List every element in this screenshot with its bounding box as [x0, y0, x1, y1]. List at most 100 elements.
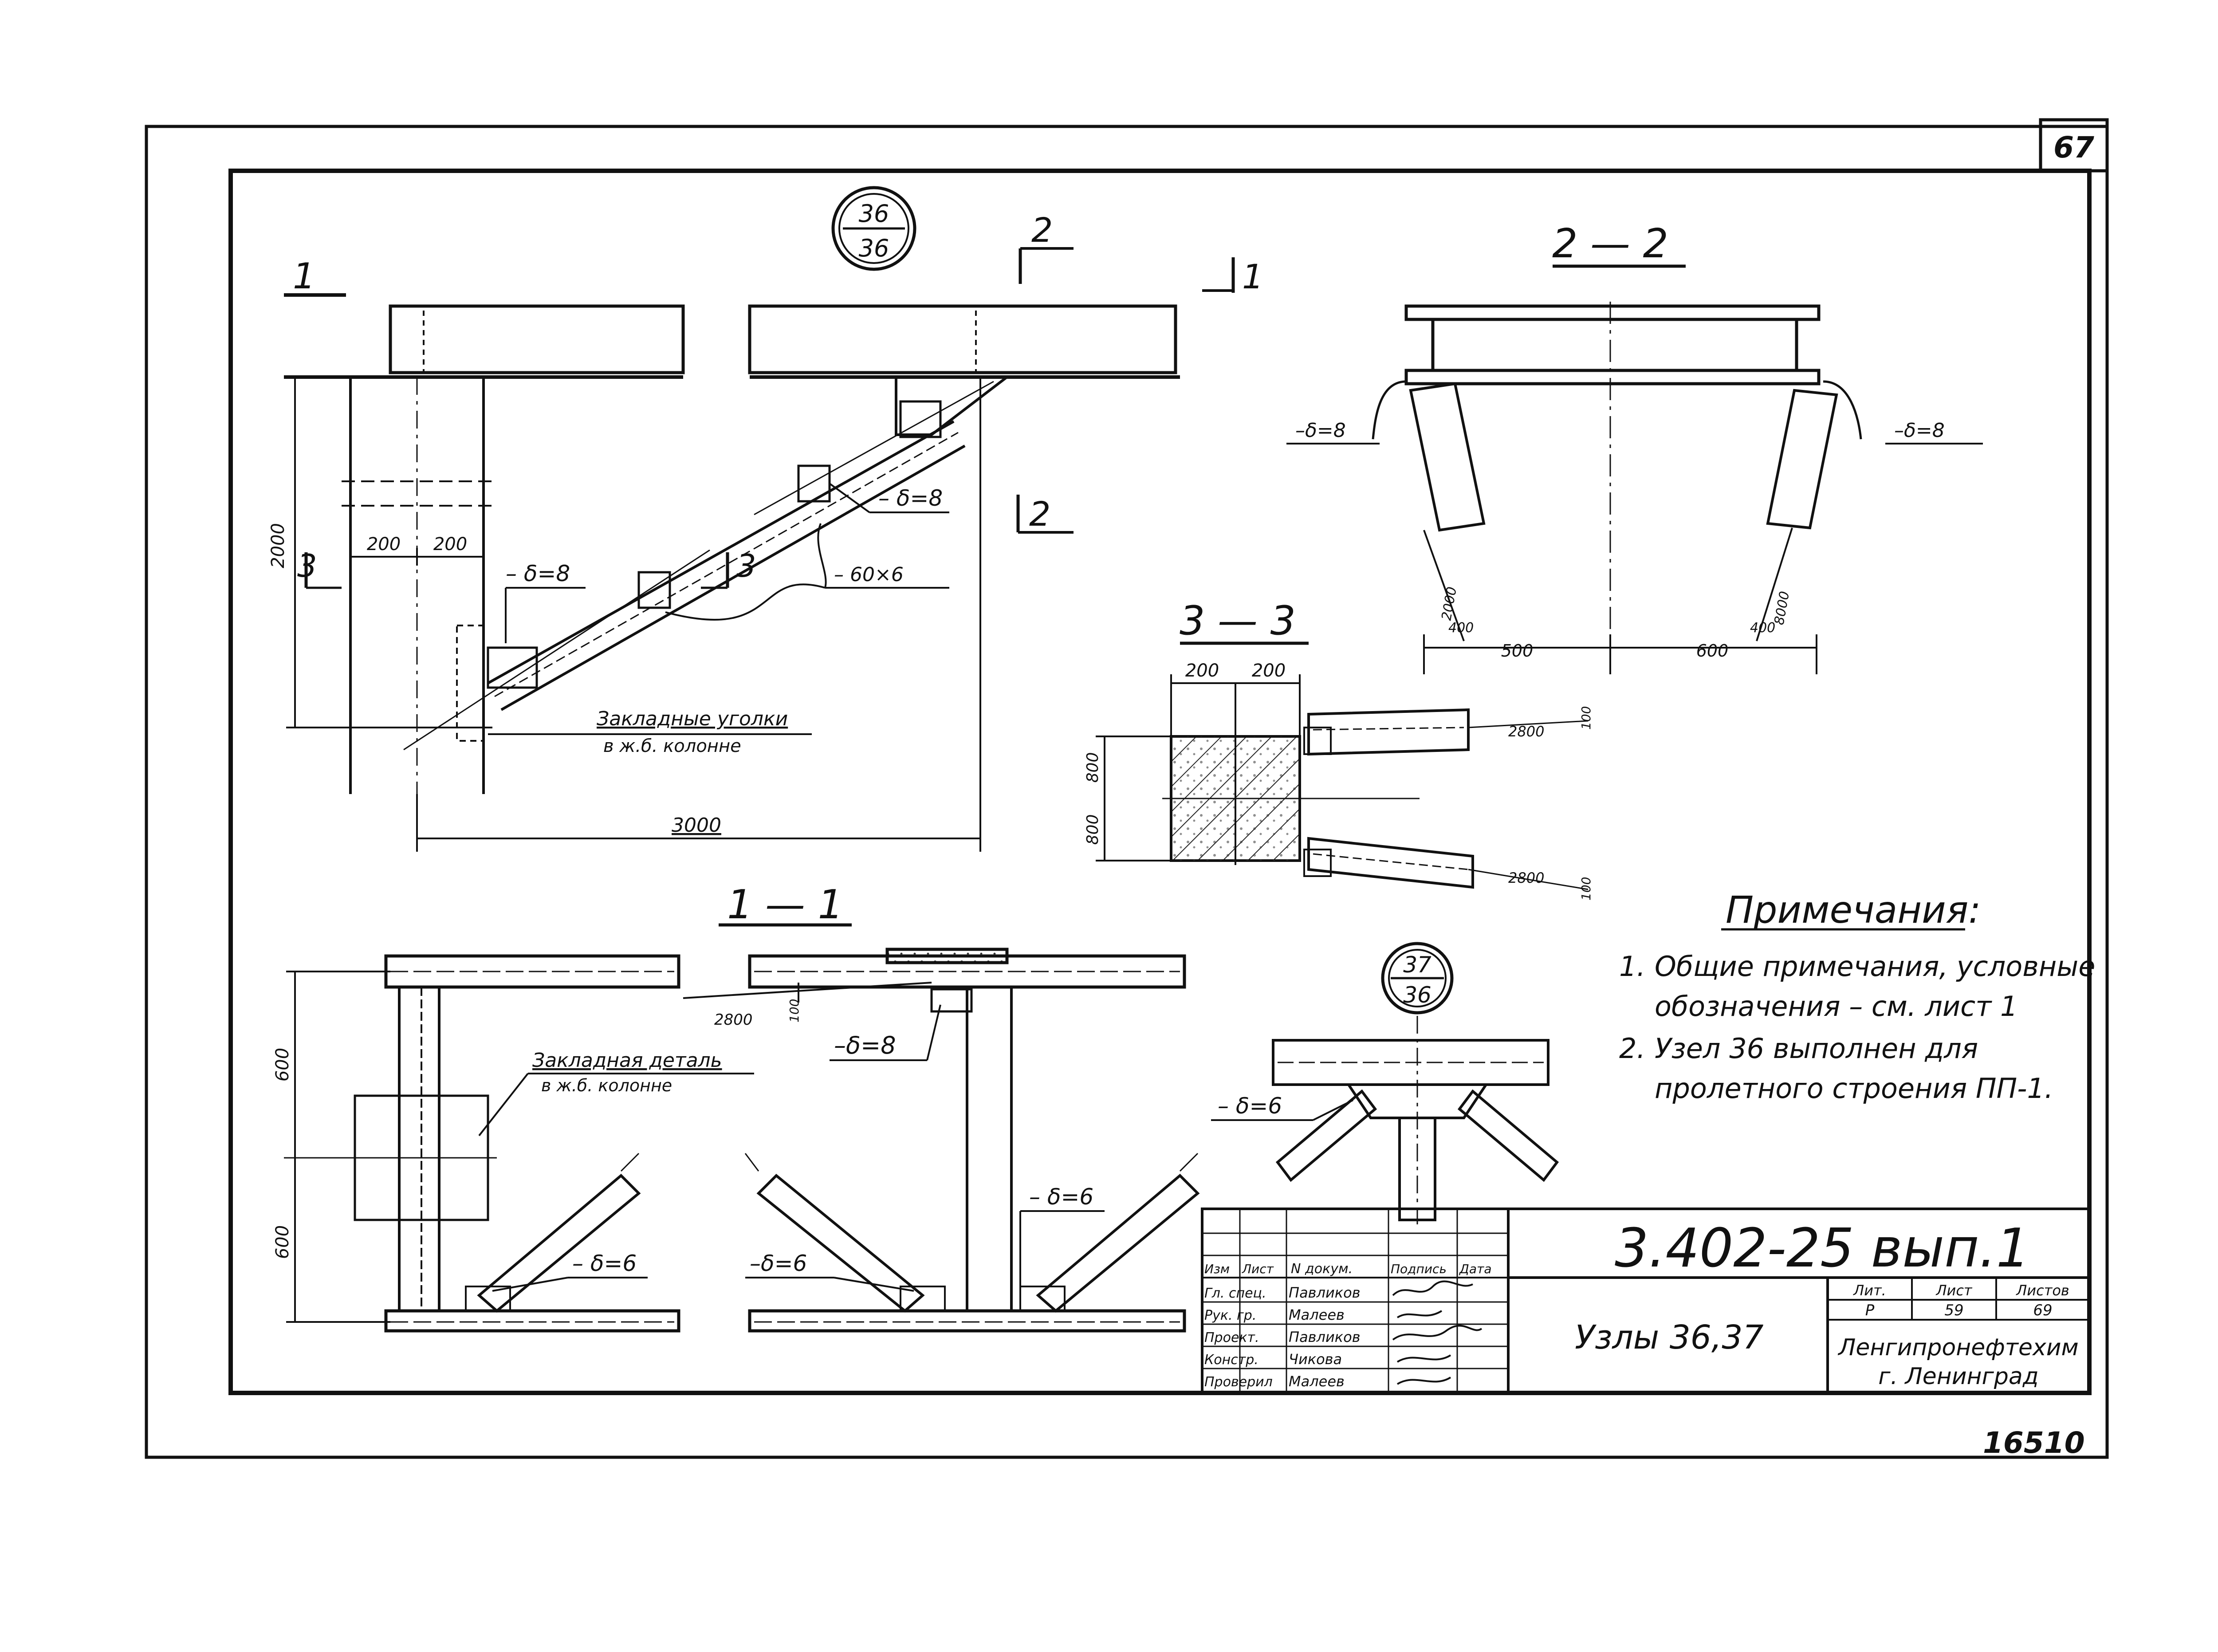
page-number: 67	[2053, 130, 2094, 165]
note-2-line-2: пролетного строения ПП-1.	[1655, 1072, 2053, 1105]
plan-plate-8a: – δ=8	[506, 561, 570, 586]
node-37-plate-6: – δ=6	[1218, 1093, 1282, 1119]
tb-org-1: Ленгипронефтехим	[1837, 1334, 2079, 1361]
tb-sheet: 59	[1944, 1302, 1963, 1319]
node-mark-36: 36 36	[831, 186, 916, 271]
s11-dim-600-a: 600	[272, 1048, 293, 1082]
node-mark-37-bottom: 36	[1403, 982, 1431, 1008]
plan-angle: – 60×6	[834, 563, 904, 586]
tb-role-3: Проект.	[1204, 1330, 1259, 1345]
s33-dim-800-b: 800	[1084, 814, 1102, 845]
s11-embed-label-1: Закладная деталь	[532, 1049, 722, 1072]
section-1-1-title: 1 — 1	[727, 881, 843, 928]
plan-column	[342, 377, 492, 794]
tb-name-1: Павликов	[1289, 1284, 1361, 1301]
plan-top-beam	[284, 304, 1180, 379]
s33-dim-100-a: 100	[1579, 706, 1593, 730]
note-1-line-2: обозначения – см. лист 1	[1655, 990, 2017, 1023]
s22-dim-400-right: 400	[1750, 620, 1775, 636]
tb-role-5: Проверил	[1204, 1374, 1273, 1390]
s11-right-post	[930, 987, 1013, 1311]
note-2-line-1: Узел 36 выполнен для	[1655, 1032, 1978, 1065]
title-block: Изм Лист N докум. Подпись Дата Гл. спец.…	[1201, 1208, 2091, 1394]
note-2-num: 2.	[1619, 1032, 1645, 1065]
s33-dim-200-a: 200	[1185, 661, 1219, 681]
tb-designation: 3.402-25 вып.1	[1615, 1218, 2030, 1279]
archive-number: 16510	[1983, 1426, 2085, 1460]
plan-embed-label-2: в ж.б. колонне	[603, 736, 741, 756]
tb-name-2: Малеев	[1289, 1306, 1345, 1323]
sheet-frame	[145, 118, 2109, 1459]
s33-dim-200-b: 200	[1252, 661, 1286, 681]
s11-dims	[286, 971, 932, 1323]
node-mark-36-top: 36	[859, 200, 889, 228]
s11-dim-600-b: 600	[272, 1225, 293, 1259]
tb-stage: Р	[1865, 1302, 1875, 1319]
section-mark-3-left-label: 3	[297, 548, 317, 584]
plan-plate-8b: – δ=8	[878, 485, 943, 511]
notes-title: Примечания:	[1726, 888, 1981, 932]
plan-dim-3000: 3000	[672, 814, 721, 837]
node-mark-37: 37 36	[1381, 942, 1454, 1015]
tb-drawing-title: Узлы 36,37	[1575, 1318, 1764, 1357]
node-mark-36-bottom: 36	[859, 234, 889, 262]
section-mark-2-bottom-label: 2	[1029, 494, 1050, 534]
section-mark-1-left-label: 1	[293, 256, 315, 297]
s33-dim-2800-b: 2800	[1508, 869, 1544, 886]
s11-top-chord	[384, 948, 1186, 989]
tb-org-2: г. Ленинград	[1878, 1363, 2038, 1390]
s33-dim-2800-a: 2800	[1508, 723, 1544, 740]
s11-plate-8: –δ=8	[834, 1031, 896, 1059]
s11-dim-100: 100	[787, 999, 802, 1023]
plan-dimensions	[286, 376, 981, 852]
tb-name-3: Павликов	[1289, 1329, 1361, 1345]
tb-col-list: Лист	[1242, 1262, 1274, 1276]
s11-embed-label-2: в ж.б. колонне	[541, 1076, 672, 1095]
s33-column	[1162, 683, 1420, 865]
tb-role-2: Рук. гр.	[1204, 1308, 1256, 1323]
plan-dim-200-left: 200	[367, 534, 401, 555]
section-mark-1-left: 1	[284, 256, 346, 297]
s11-plate-6b: –δ=6	[750, 1251, 807, 1276]
s11-left-post	[284, 987, 497, 1311]
s22-braces	[1372, 380, 1862, 674]
s22-plate-left: –δ=8	[1295, 419, 1346, 442]
node-mark-37-top: 37	[1403, 952, 1431, 978]
s33-braces	[1303, 708, 1589, 890]
tb-name-4: Чикова	[1289, 1351, 1342, 1368]
plan-view: 200 200 2000 3000 – δ=8 – δ=8 – 60×6 Зак…	[268, 304, 1180, 852]
s11-dim-2800: 2800	[714, 1011, 753, 1029]
s33-dims	[1096, 674, 1301, 861]
s11-plate-6a: – δ=6	[572, 1251, 637, 1276]
tb-name-5: Малеев	[1289, 1373, 1345, 1390]
s22-dim-500: 500	[1501, 641, 1534, 661]
tb-col-ndoc: N докум.	[1291, 1261, 1353, 1277]
tb-signatures	[1392, 1280, 1483, 1385]
section-mark-1-right-label: 1	[1242, 257, 1263, 296]
tb-stage-header: Лит.	[1853, 1282, 1886, 1299]
s22-plate-right: –δ=8	[1894, 419, 1945, 442]
section-mark-2-top: 2	[1019, 210, 1074, 284]
tb-sheets: 69	[2033, 1302, 2052, 1319]
s33-dim-100-b: 100	[1579, 877, 1593, 901]
tb-sheets-header: Листов	[2016, 1282, 2069, 1299]
section-mark-2-top-label: 2	[1031, 210, 1053, 250]
section-mark-2-bottom: 2	[1016, 494, 1074, 534]
tb-col-izm: Изм	[1204, 1262, 1230, 1276]
section-2-2: 2 — 2 –δ=8 –δ=8 500 600 2000 400	[1286, 220, 1983, 674]
s33-dim-800-a: 800	[1084, 752, 1102, 783]
s22-dim-400-left: 400	[1448, 620, 1474, 636]
section-1-1: 1 — 1	[272, 881, 1200, 1333]
s11-bottom-chord	[384, 1309, 1186, 1333]
plan-dim-2000: 2000	[268, 523, 288, 568]
section-mark-3-left: 3	[297, 548, 342, 589]
section-mark-1-right: 1	[1202, 257, 1263, 296]
s22-beam	[1404, 302, 1821, 661]
section-3-3-title: 3 — 3	[1180, 598, 1296, 644]
notes: Примечания: 1. Общие примечания, условны…	[1619, 888, 2095, 1105]
section-3-3: 3 — 3 200 200 800 800	[1084, 598, 1593, 901]
s11-plate-6c: – δ=6	[1029, 1184, 1093, 1210]
tb-role-1: Гл. спец.	[1204, 1286, 1266, 1301]
plan-brace	[403, 381, 994, 751]
